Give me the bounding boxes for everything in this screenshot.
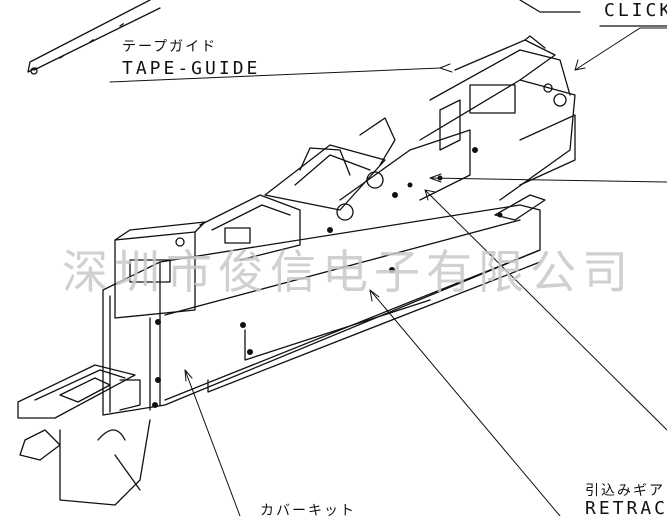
watermark: 深圳市俊信电子有限公司 xyxy=(62,245,634,299)
rear-mechanism xyxy=(419,35,576,201)
retract-en-label: RETRAC xyxy=(585,498,667,519)
tape-tray xyxy=(17,364,151,506)
roller-assembly xyxy=(264,117,471,221)
leader-body xyxy=(369,289,561,517)
tape-guide-en-label: TAPE-GUIDE xyxy=(122,58,261,79)
leader-cover xyxy=(184,369,241,517)
leader-mid-right xyxy=(429,177,667,183)
front-block xyxy=(114,194,301,319)
click-label: CLICK xyxy=(604,0,667,21)
tape-guide-jp-label: テープガイド xyxy=(122,39,218,55)
screw-holes xyxy=(152,147,503,408)
leader-click xyxy=(574,27,667,71)
tape-strip xyxy=(27,0,161,75)
rear-foot xyxy=(494,194,546,221)
retract-gear-jp-label: 引込みギア xyxy=(585,483,665,499)
leader-tape-guide xyxy=(109,67,441,83)
cover-kit-label: カバーキット xyxy=(260,503,356,519)
leader-retract xyxy=(424,189,667,431)
leader-lines xyxy=(109,27,667,517)
click-bracket xyxy=(519,0,667,27)
feeder-body xyxy=(102,204,541,416)
